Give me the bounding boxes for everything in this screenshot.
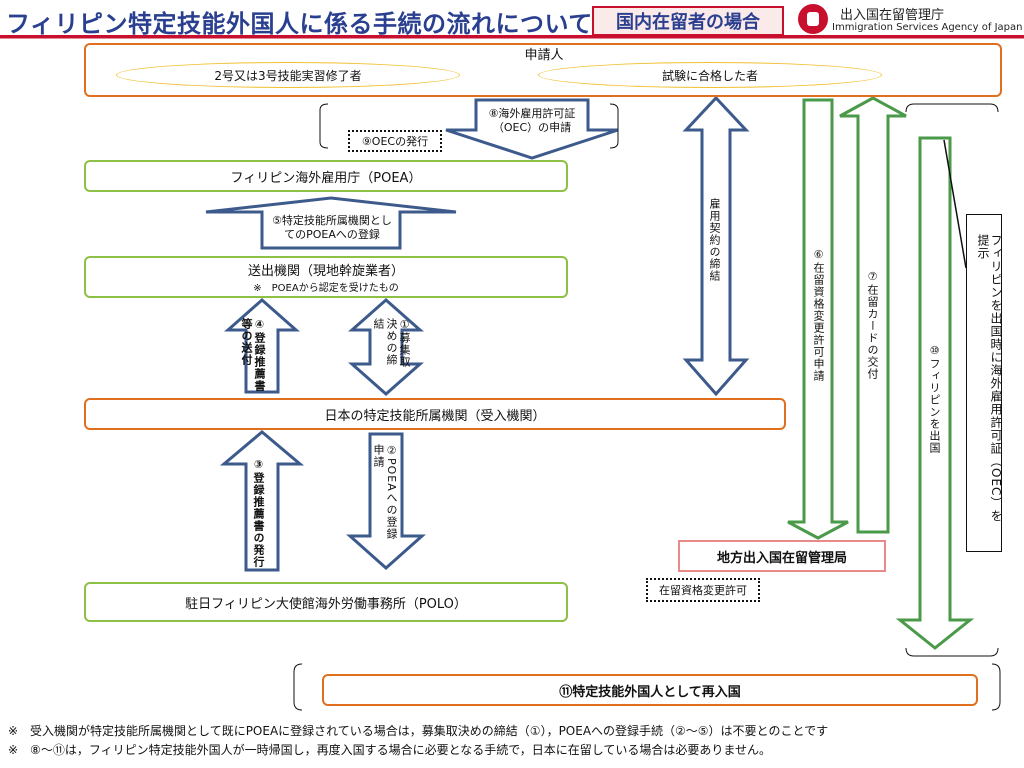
- applicant-type-intern: 2号又は3号技能実習修了者: [116, 62, 460, 88]
- title-underline: [0, 35, 1024, 38]
- page-title: フィリピン特定技能外国人に係る手続の流れについて: [6, 10, 593, 38]
- step10-label: ⑩フィリピンを出国: [928, 344, 941, 454]
- arrow-step7: [839, 96, 907, 534]
- agency-logo-inner: [807, 12, 819, 26]
- arrow-step6: [787, 98, 849, 540]
- arrow-employment-contract: [682, 95, 750, 397]
- agency-name-en: Immigration Services Agency of Japan: [832, 22, 1023, 33]
- footnote-1: ※ 受入機関が特定技能所属機関として既にPOEAに登録されている場合は，募集取決…: [8, 724, 829, 738]
- oec-callout-pointer: [943, 139, 967, 269]
- arrow-step5: [205, 196, 457, 250]
- bracket-right-89: [609, 103, 619, 149]
- arrow-step1: [348, 297, 424, 397]
- title-underline-thin: [0, 38, 1024, 39]
- step7-label: ⑦在留カードの交付: [866, 270, 879, 380]
- employment-contract-label: 雇用契約の締結: [708, 198, 721, 282]
- agency-name-ja: 出入国在留管理庁: [840, 8, 945, 23]
- bracket-step10: [905, 103, 999, 113]
- step2-label: ②POEAへの登録申請: [372, 444, 398, 540]
- arrow-step4: [224, 297, 300, 394]
- case-label-badge: 国内在留者の場合: [592, 6, 784, 36]
- step6-label: ⑥在留資格変更許可申請: [812, 248, 825, 382]
- poea-box: フィリピン海外雇用庁（POEA）: [84, 160, 568, 192]
- arrow-step3: [219, 430, 305, 572]
- sending-agency-title: 送出機関（現地幹旋業者）: [247, 263, 404, 279]
- footnote-2: ※ ⑧～⑪は，フィリピン特定技能外国人が一時帰国し，再度入国する場合に必要となる…: [8, 743, 772, 757]
- applicant-type-exam: 試験に合格した者: [538, 62, 882, 88]
- arrow-step8: [445, 98, 619, 160]
- arrow-step10: [895, 136, 975, 650]
- oec-callout-box: [966, 214, 1002, 552]
- sending-agency-note: ※ POEAから認定を受けたもの: [253, 283, 399, 294]
- sending-agency-box: [84, 256, 568, 298]
- receiving-org-box: 日本の特定技能所属機関（受入機関）: [84, 398, 786, 430]
- status-change-permit-label: 在留資格変更許可: [646, 578, 760, 602]
- polo-box: 駐日フィリピン大使館海外労働事務所（POLO）: [84, 582, 568, 622]
- bracket-reentry-right: [991, 663, 1001, 711]
- step9-label: ⑨OECの発行: [348, 130, 442, 152]
- bracket-step10-bottom: [905, 647, 999, 657]
- reentry-box: ⑪特定技能外国人として再入国: [322, 674, 978, 706]
- step8-label: ⑧海外雇用許可証（OEC）の申請: [488, 107, 576, 134]
- applicant-title: 申請人: [524, 47, 564, 63]
- oec-callout-label: フィリピンを出国時に海外雇用許可証（OEC）を提示: [976, 234, 1003, 523]
- step3-label: ③登録推薦書の発行: [252, 458, 265, 568]
- bracket-left-89: [319, 103, 329, 149]
- step1-label: ①募集取決めの締結: [372, 318, 411, 368]
- regional-bureau-box: 地方出入国在留管理局: [678, 540, 886, 572]
- arrow-step2: [346, 432, 426, 571]
- bracket-reentry-left: [293, 663, 303, 711]
- step5-label: ⑤特定技能所属機関としてのPOEAへの登録: [272, 214, 392, 241]
- step4-label: ④登録推薦書等の送付: [240, 318, 266, 392]
